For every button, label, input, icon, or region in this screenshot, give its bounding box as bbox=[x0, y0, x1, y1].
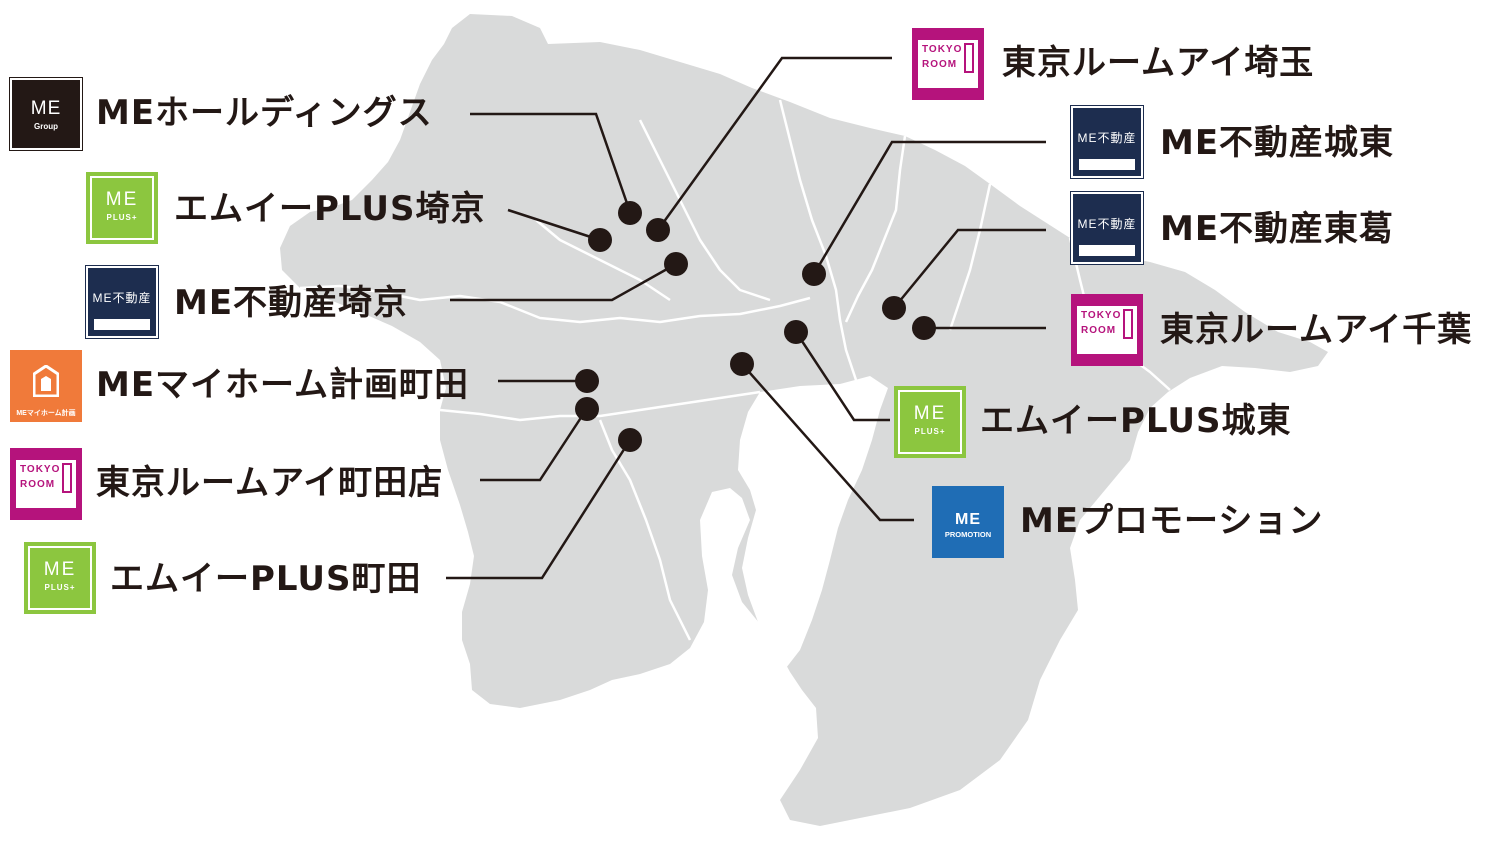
logo-subtext: MEマイホーム計画 bbox=[16, 410, 76, 417]
leader-fudosan-higashikatsushika bbox=[893, 228, 1046, 309]
logo-frame bbox=[898, 390, 962, 454]
logo-subtext: PLUS+ bbox=[106, 213, 138, 222]
door-icon bbox=[62, 463, 72, 493]
dot-room-machida[interactable] bbox=[575, 397, 599, 421]
logo-subtext: ROOM bbox=[1081, 325, 1117, 336]
dot-fudosan-joto[interactable] bbox=[802, 262, 826, 286]
sagami-bay bbox=[460, 620, 716, 860]
logo-text: TOKYO bbox=[1081, 310, 1122, 321]
dot-room-saitama[interactable] bbox=[646, 218, 670, 242]
label-me-holdings[interactable]: MEホールディングス bbox=[96, 93, 433, 133]
dot-me-promotion[interactable] bbox=[730, 352, 754, 376]
logo-text: ME bbox=[30, 98, 62, 119]
logo-frame bbox=[90, 176, 154, 240]
logo-text: ME bbox=[913, 403, 947, 424]
logo-text: ME bbox=[43, 559, 77, 580]
me-myhome-logo: MEマイホーム計画 bbox=[10, 350, 82, 422]
logo-frame bbox=[28, 546, 92, 610]
dot-me-holdings[interactable] bbox=[618, 201, 642, 225]
logo-text: ME bbox=[955, 511, 981, 528]
leader-room-machida bbox=[480, 409, 588, 482]
label-plus-joto[interactable]: エムイーPLUS城東 bbox=[980, 401, 1292, 441]
leader-lines bbox=[446, 56, 1046, 580]
logo-bar bbox=[1079, 159, 1135, 170]
logo-subtext: PROMOTION bbox=[944, 530, 992, 539]
leader-plus-joto bbox=[794, 331, 890, 422]
door-icon bbox=[1123, 309, 1133, 339]
me-plus-logo: ME PLUS+ bbox=[24, 542, 96, 614]
location-dots bbox=[575, 201, 936, 452]
logo-box bbox=[918, 40, 978, 88]
me-plus-logo: ME PLUS+ bbox=[894, 386, 966, 458]
house-icon bbox=[33, 365, 59, 397]
leader-plus-saikyo bbox=[507, 208, 601, 242]
label-plus-saikyo[interactable]: エムイーPLUS埼京 bbox=[174, 189, 486, 229]
logo-subtext: PLUS+ bbox=[44, 583, 76, 592]
logo-subtext: ROOM bbox=[922, 59, 958, 70]
logo-text: TOKYO bbox=[20, 464, 61, 475]
dot-room-chiba[interactable] bbox=[912, 316, 936, 340]
tokyo-room-logo: TOKYO ROOM bbox=[10, 448, 82, 520]
logo-text: ME不動産 bbox=[1077, 217, 1137, 231]
me-group-logo: ME Group bbox=[9, 77, 83, 151]
dot-plus-machida[interactable] bbox=[618, 428, 642, 452]
label-fudosan-saikyo[interactable]: ME不動産埼京 bbox=[174, 283, 409, 323]
logo-box bbox=[1077, 306, 1137, 354]
tokyo-room-logo: TOKYO ROOM bbox=[912, 28, 984, 100]
leader-me-holdings bbox=[470, 112, 632, 213]
tokyo-room-logo: TOKYO ROOM bbox=[1071, 294, 1143, 366]
logo-subtext: ROOM bbox=[20, 479, 56, 490]
label-me-promotion[interactable]: MEプロモーション bbox=[1020, 501, 1324, 541]
door-icon bbox=[964, 43, 974, 73]
label-room-saitama[interactable]: 東京ルームアイ埼玉 bbox=[1002, 43, 1315, 83]
me-fudosan-logo: ME不動産 bbox=[85, 265, 159, 339]
dot-myhome-machida[interactable] bbox=[575, 369, 599, 393]
logo-text: ME不動産 bbox=[1077, 131, 1137, 145]
leader-me-promotion bbox=[741, 363, 914, 522]
me-plus-logo: ME PLUS+ bbox=[86, 172, 158, 244]
leader-fudosan-joto bbox=[812, 140, 1046, 275]
logo-text: ME bbox=[105, 189, 139, 210]
logo-subtext: PLUS+ bbox=[914, 427, 946, 436]
label-plus-machida[interactable]: エムイーPLUS町田 bbox=[110, 559, 422, 599]
me-fudosan-logo: ME不動産 bbox=[1070, 105, 1144, 179]
me-fudosan-logo: ME不動産 bbox=[1070, 191, 1144, 265]
dot-fudosan-higashikatsushika[interactable] bbox=[882, 296, 906, 320]
logo-subtext: Group bbox=[34, 122, 58, 131]
label-fudosan-joto[interactable]: ME不動産城東 bbox=[1160, 123, 1395, 163]
leader-plus-machida bbox=[446, 439, 632, 580]
label-fudosan-higashikatsushika[interactable]: ME不動産東葛 bbox=[1160, 209, 1395, 249]
logo-text: TOKYO bbox=[922, 44, 963, 55]
dot-plus-saikyo[interactable] bbox=[588, 228, 612, 252]
dot-plus-joto[interactable] bbox=[784, 320, 808, 344]
dot-fudosan-saikyo[interactable] bbox=[664, 252, 688, 276]
label-room-machida[interactable]: 東京ルームアイ町田店 bbox=[96, 463, 444, 503]
logo-text: ME不動産 bbox=[92, 291, 152, 305]
logo-bar bbox=[1079, 245, 1135, 256]
leader-room-saitama bbox=[656, 56, 892, 231]
label-myhome-machida[interactable]: MEマイホーム計画町田 bbox=[96, 365, 470, 405]
label-room-chiba[interactable]: 東京ルームアイ千葉 bbox=[1160, 310, 1473, 350]
me-promotion-logo: ME PROMOTION bbox=[932, 486, 1004, 558]
tokyo-bay bbox=[738, 376, 888, 668]
logo-box bbox=[16, 460, 76, 508]
leader-fudosan-saikyo bbox=[450, 262, 677, 302]
logo-bar bbox=[94, 319, 150, 330]
